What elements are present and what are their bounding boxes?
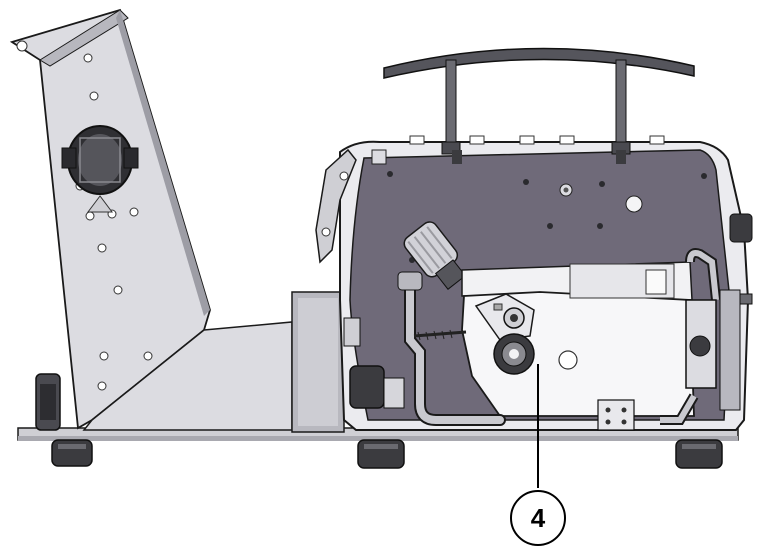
wheel-middle [357,439,405,469]
callout-4: 4 [510,490,566,546]
right-side-motor [685,213,753,411]
top-handle [383,47,695,164]
rear-bumper [35,373,61,431]
feed-roller-assembly [474,293,535,375]
callout-label: 4 [531,503,546,533]
hinge-bracket [597,399,635,431]
door-hinge [315,148,387,264]
top-rim-slots [409,135,665,145]
internal-hose [397,248,721,426]
threaded-rod [413,329,467,341]
wheel-right [675,439,723,469]
lower-frame [82,291,345,433]
spool-hub [61,125,139,213]
panel-holes [387,171,707,263]
wheel-left [51,439,93,467]
front-connector [343,317,405,409]
torch-connector-knob [403,221,467,290]
wire-feeder-mechanism [461,261,695,417]
